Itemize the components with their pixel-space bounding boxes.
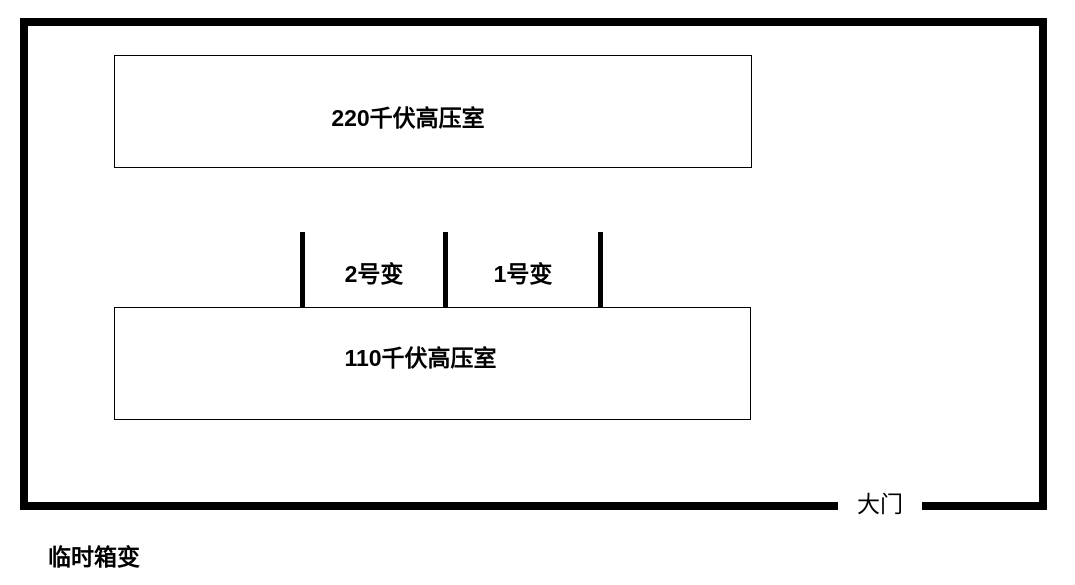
- perimeter-wall-left: [20, 18, 28, 510]
- bay-divider-left: [300, 232, 305, 308]
- bay-divider-right: [598, 232, 603, 308]
- perimeter-wall-right: [1039, 18, 1047, 510]
- room-110kv: 110千伏高压室: [114, 307, 751, 420]
- gate-label: 大门: [857, 491, 903, 517]
- temporary-box-transformer-label: 临时箱变: [48, 544, 140, 570]
- perimeter-wall-top: [20, 18, 1047, 26]
- room-110kv-label: 110千伏高压室: [344, 345, 497, 371]
- room-220kv-label: 220千伏高压室: [331, 105, 485, 131]
- room-220kv: 220千伏高压室: [114, 55, 752, 168]
- perimeter-wall-bottom-left: [20, 502, 838, 510]
- bay-label-transformer-2: 2号变: [344, 261, 404, 287]
- bay-label-transformer-1: 1号变: [493, 261, 553, 287]
- bay-divider-middle: [443, 232, 448, 308]
- perimeter-wall-bottom-right: [922, 502, 1047, 510]
